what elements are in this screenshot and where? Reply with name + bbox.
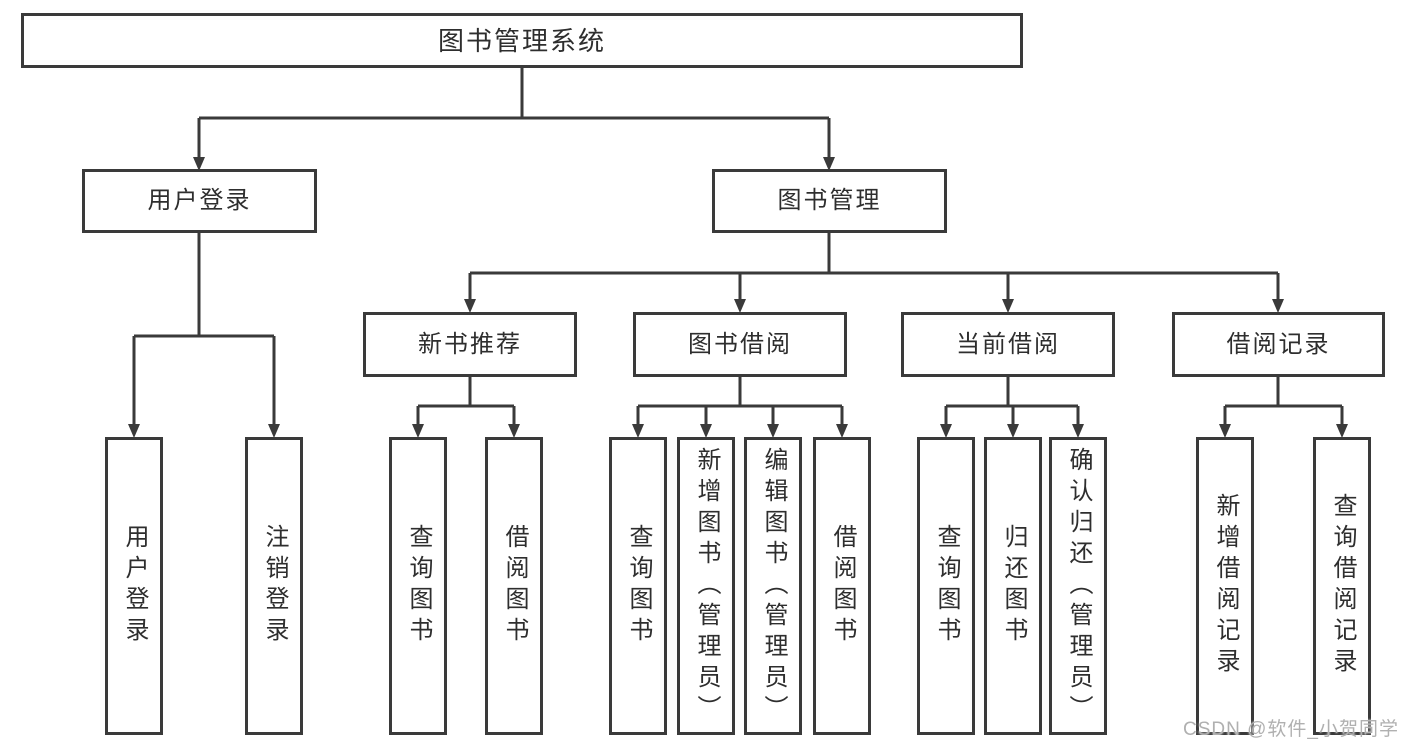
leaf-add-books-admin: 新增图书（管理员）	[677, 437, 735, 735]
csdn-watermark: CSDN @软件_小贺同学	[1183, 719, 1399, 740]
arrowhead-icon	[940, 424, 952, 438]
leaf-label: 借阅图书	[501, 524, 528, 648]
leaf-query-books-borrow: 查询图书	[609, 437, 667, 735]
leaf-label: 确认归还（管理员）	[1065, 446, 1092, 726]
arrowhead-icon	[1336, 424, 1348, 438]
node-book-mgmt: 图书管理	[712, 169, 947, 233]
connector-current-borrow-to-leaves	[940, 377, 1084, 438]
arrowhead-icon	[1002, 299, 1014, 313]
arrowhead-icon	[1219, 424, 1231, 438]
leaf-label: 编辑图书（管理员）	[760, 446, 787, 726]
arrowhead-icon	[193, 157, 205, 171]
node-book-borrow: 图书借阅	[633, 312, 847, 377]
arrowhead-icon	[1272, 299, 1284, 313]
arrowhead-icon	[700, 424, 712, 438]
leaf-label: 查询图书	[405, 524, 432, 648]
arrowhead-icon	[128, 424, 140, 438]
node-new-books-label: 新书推荐	[418, 330, 522, 358]
leaf-label: 查询图书	[625, 524, 652, 648]
arrowhead-icon	[734, 299, 746, 313]
leaf-borrow-books: 借阅图书	[813, 437, 871, 735]
arrowhead-icon	[823, 157, 835, 171]
leaf-edit-books-admin: 编辑图书（管理员）	[744, 437, 802, 735]
node-book-borrow-label: 图书借阅	[688, 330, 792, 358]
arrowhead-icon	[412, 424, 424, 438]
connector-user-login-to-leaves	[128, 233, 280, 438]
leaf-borrow-books-recommend: 借阅图书	[485, 437, 543, 735]
connector-borrow-records-to-leaves	[1219, 377, 1348, 438]
node-root-label: 图书管理系统	[437, 25, 606, 56]
leaf-user-login-label: 用户登录	[121, 524, 148, 648]
connector-root-to-level2	[193, 68, 835, 171]
connector-book-borrow-to-leaves	[632, 377, 848, 438]
leaf-logout: 注销登录	[245, 437, 303, 735]
arrowhead-icon	[508, 424, 520, 438]
leaf-confirm-return-admin: 确认归还（管理员）	[1049, 437, 1107, 735]
leaf-label: 借阅图书	[829, 524, 856, 648]
leaf-return-books: 归还图书	[984, 437, 1042, 735]
leaf-user-login: 用户登录	[105, 437, 163, 735]
node-borrow-records: 借阅记录	[1172, 312, 1385, 377]
leaf-query-borrow-record: 查询借阅记录	[1313, 437, 1371, 735]
arrowhead-icon	[1072, 424, 1084, 438]
arrowhead-icon	[836, 424, 848, 438]
leaf-logout-label: 注销登录	[261, 524, 288, 648]
node-current-borrow: 当前借阅	[901, 312, 1115, 377]
leaf-label: 新增借阅记录	[1212, 493, 1239, 679]
node-book-mgmt-label: 图书管理	[777, 187, 882, 214]
leaf-query-books-current: 查询图书	[917, 437, 975, 735]
leaf-query-books-recommend: 查询图书	[389, 437, 447, 735]
arrowhead-icon	[767, 424, 779, 438]
node-new-books: 新书推荐	[363, 312, 577, 377]
node-user-login: 用户登录	[82, 169, 317, 233]
leaf-add-borrow-record: 新增借阅记录	[1196, 437, 1254, 735]
arrowhead-icon	[632, 424, 644, 438]
connector-book-mgmt-to-level3	[464, 233, 1284, 313]
leaf-label: 查询借阅记录	[1329, 493, 1356, 679]
arrowhead-icon	[464, 299, 476, 313]
leaf-label: 新增图书（管理员）	[693, 446, 720, 726]
connector-new-books-to-leaves	[412, 377, 520, 438]
node-user-login-label: 用户登录	[147, 187, 252, 214]
node-root: 图书管理系统	[21, 13, 1023, 68]
arrowhead-icon	[1007, 424, 1019, 438]
leaf-label: 查询图书	[933, 524, 960, 648]
leaf-label: 归还图书	[1000, 524, 1027, 648]
arrowhead-icon	[268, 424, 280, 438]
node-borrow-records-label: 借阅记录	[1226, 330, 1331, 358]
node-current-borrow-label: 当前借阅	[956, 330, 1060, 358]
